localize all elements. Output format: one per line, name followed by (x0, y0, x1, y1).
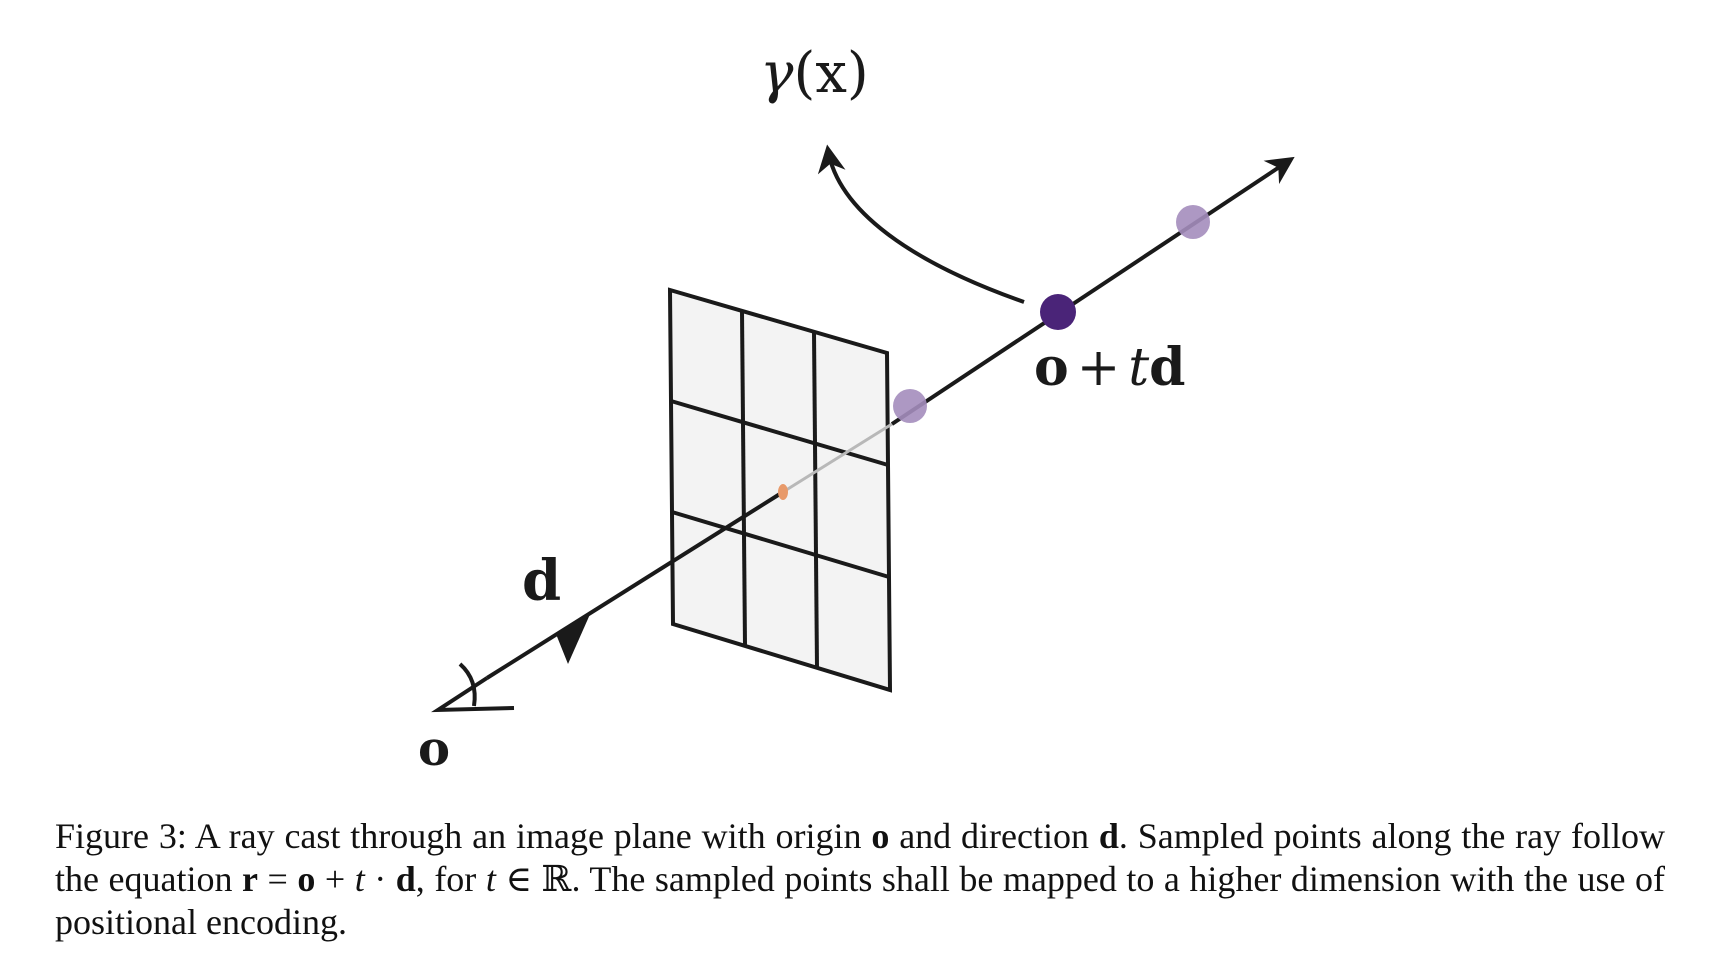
figure-caption: Figure 3: A ray cast through an image pl… (55, 815, 1665, 944)
plane-grid-line (671, 510, 890, 579)
ray-front-segment (485, 490, 785, 680)
sample-point-light (893, 389, 927, 423)
sample-point-highlighted (1040, 294, 1076, 330)
caption-symbol: d (395, 859, 416, 899)
caption-text: + (315, 859, 355, 899)
gamma-label: γ(x) (760, 41, 869, 106)
ray-casting-diagram: γ(x) o+td d o (418, 41, 1295, 777)
ray-forward-segment (890, 156, 1295, 426)
encoding-curved-arrow (817, 144, 1025, 304)
caption-symbol: o (297, 859, 316, 899)
direction-label: d (522, 548, 561, 614)
camera-arc (458, 662, 477, 707)
point-equation-label: o+td (1034, 337, 1186, 398)
caption-text: ∈ ℝ. The sampled points shall be mapped … (55, 859, 1665, 942)
caption-text: . Sampled points along the ray follow th… (55, 816, 1665, 899)
caption-text: A ray cast through an image plane with o… (186, 816, 872, 856)
direction-arrowhead (556, 612, 591, 664)
pixel-intersection-point (778, 484, 788, 500)
camera-eye-icon (430, 662, 515, 713)
caption-text: = (257, 859, 298, 899)
caption-symbol: d (1098, 816, 1119, 856)
sample-point-light (1176, 205, 1210, 239)
plane-grid-line (740, 310, 747, 647)
caption-text: · (364, 859, 396, 899)
caption-text: and direction (889, 816, 1099, 856)
ray-occluded-segment (782, 422, 893, 494)
caption-symbol: t (485, 859, 496, 899)
caption-symbol: o (871, 816, 890, 856)
caption-symbol: t (354, 859, 365, 899)
camera-frustum (430, 676, 515, 713)
caption-symbol: r (242, 859, 258, 899)
plane-grid-line (812, 331, 819, 669)
caption-figure-number: Figure 3: (55, 816, 187, 856)
caption-text: , for (415, 859, 486, 899)
plane-grid-line (670, 399, 889, 467)
origin-label: o (418, 721, 450, 777)
